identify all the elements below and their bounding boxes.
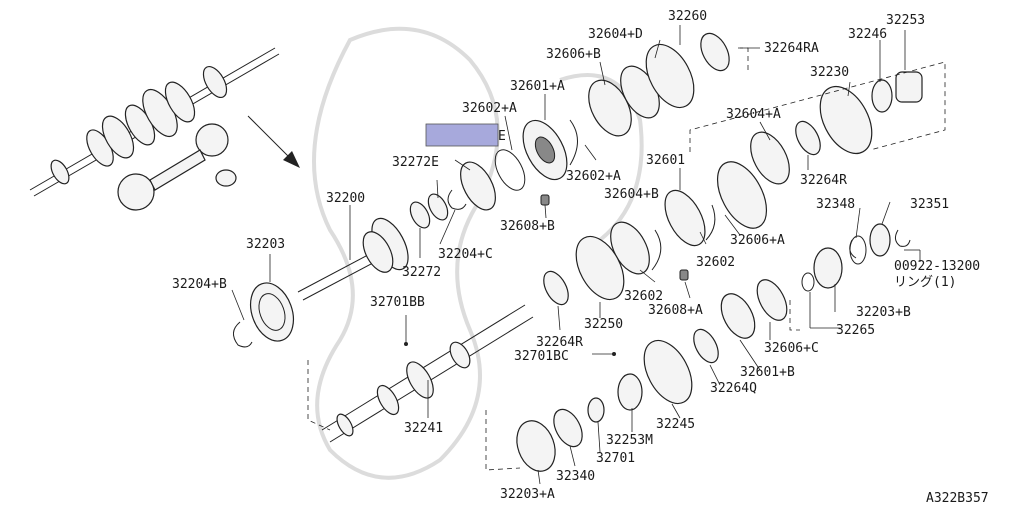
label-32200: 32200 [326, 191, 365, 206]
label-00922-13200: 00922-13200 [894, 259, 980, 274]
label-32272: 32272 [402, 265, 441, 280]
label-32246: 32246 [848, 27, 887, 42]
lower-gear-train [516, 235, 788, 472]
label-32602-lower: 32602 [624, 289, 663, 304]
label-32348: 32348 [816, 197, 855, 212]
label-32204b: 32204+B [172, 277, 227, 292]
diagram-id: A322B357 [926, 491, 989, 506]
label-32701bb: 32701BB [370, 295, 425, 310]
label-32701bc: 32701BC [514, 349, 569, 364]
needle-bearing-32272 [409, 193, 449, 229]
label-32264r-upper: 32264R [800, 173, 847, 188]
label-32203a: 32203+A [500, 487, 555, 502]
label-32701: 32701 [596, 451, 635, 466]
label-32265: 32265 [836, 323, 875, 338]
label-32272e: 32272E [392, 155, 439, 170]
label-32340: 32340 [556, 469, 595, 484]
label-ring-note: リング(1) [894, 275, 956, 290]
label-32601a: 32601+A [510, 79, 565, 94]
label-32264r-lower: 32264R [536, 335, 583, 350]
label-32264ra: 32264RA [764, 41, 819, 56]
highlighted-part-box[interactable] [425, 123, 499, 147]
label-32604d: 32604+D [588, 27, 643, 42]
label-32241: 32241 [404, 421, 443, 436]
label-32253m: 32253M [606, 433, 653, 448]
ring-32204c [447, 189, 467, 210]
right-small-parts [801, 223, 911, 292]
watermark-emblem [312, 26, 644, 480]
upper-gear-train [494, 32, 923, 281]
label-32606b: 32606+B [546, 47, 601, 62]
label-highlight-suffix: E [498, 129, 506, 144]
label-32230: 32230 [810, 65, 849, 80]
label-32204c: 32204+C [438, 247, 493, 262]
right-dashed-box [789, 300, 800, 331]
leader-lines [231, 25, 921, 485]
label-32601b: 32601+B [740, 365, 795, 380]
label-32245: 32245 [656, 417, 695, 432]
label-32264q: 32264Q [710, 381, 757, 396]
label-32351: 32351 [910, 197, 949, 212]
label-32203: 32203 [246, 237, 285, 252]
assembly-overview [29, 47, 280, 211]
label-32604b: 32604+B [604, 187, 659, 202]
label-32250: 32250 [584, 317, 623, 332]
label-32260: 32260 [668, 9, 707, 24]
upper-right-dashed-link [738, 47, 749, 70]
countershaft-32241 [321, 304, 534, 443]
synchro-ring-32272e [460, 161, 496, 211]
bearing-32203 [249, 282, 295, 342]
label-32602a-top: 32602+A [462, 101, 517, 116]
left-dashed-box [307, 360, 331, 431]
snap-ring-32204b [233, 321, 253, 348]
label-32203b: 32203+B [856, 305, 911, 320]
label-32602: 32602 [696, 255, 735, 270]
label-32602a-mid: 32602+A [566, 169, 621, 184]
label-32606c: 32606+C [764, 341, 819, 356]
label-32601: 32601 [646, 153, 685, 168]
label-32604a: 32604+A [726, 107, 781, 122]
main-drive-shaft [297, 217, 409, 301]
label-32608b: 32608+B [500, 219, 555, 234]
lower-dashed-box [485, 410, 521, 471]
label-32606a: 32606+A [730, 233, 785, 248]
label-32608a: 32608+A [648, 303, 703, 318]
upper-dashed-box [689, 61, 946, 152]
label-32253: 32253 [886, 13, 925, 28]
direction-arrow [247, 115, 300, 168]
